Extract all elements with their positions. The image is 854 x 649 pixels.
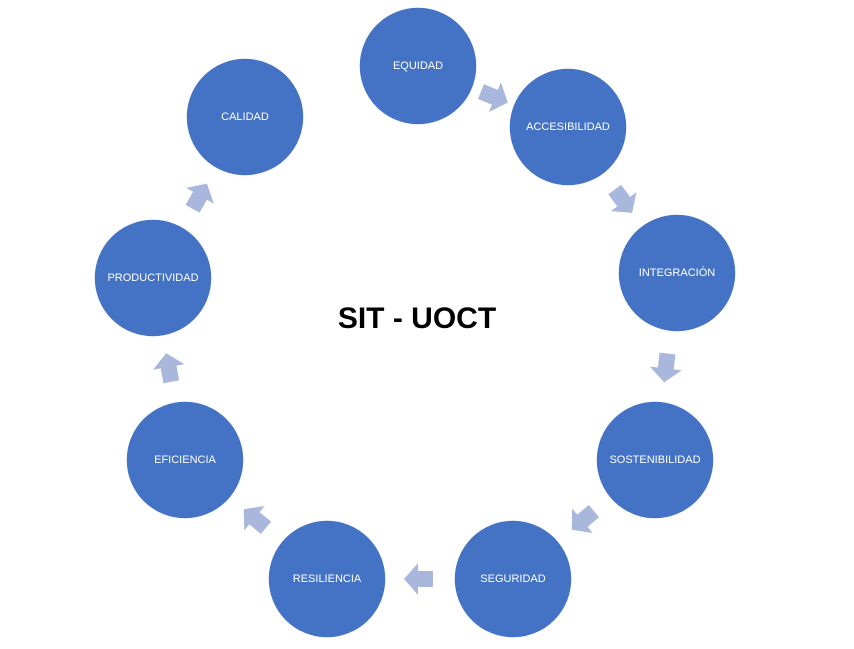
- flow-arrow-icon: [649, 352, 682, 383]
- flow-arrow-icon: [571, 505, 600, 534]
- cycle-node: PRODUCTIVIDAD: [93, 218, 213, 338]
- cycle-node: EFICIENCIA: [125, 400, 245, 520]
- nodes-layer: EQUIDAD ACCESIBILIDAD INTEGRACIÓN SOSTENIBI…: [93, 6, 737, 639]
- node-circle: [508, 67, 628, 187]
- node-circle: [358, 6, 478, 126]
- flow-arrow-icon: [608, 184, 637, 213]
- flow-arrow-icon: [404, 563, 433, 595]
- cycle-node: INTEGRACIÓN: [617, 213, 737, 333]
- cycle-node: SOSTENIBILIDAD: [595, 400, 715, 520]
- flow-arrow-icon: [152, 353, 185, 384]
- node-circle: [595, 400, 715, 520]
- node-circle: [453, 519, 573, 639]
- cycle-node: RESILIENCIA: [267, 519, 387, 639]
- node-label: SOSTENIBILIDAD: [609, 454, 700, 466]
- diagram-title: SIT - UOCT: [338, 302, 496, 335]
- cycle-node: EQUIDAD: [358, 6, 478, 126]
- cycle-node: CALIDAD: [185, 57, 305, 177]
- cycle-node: ACCESIBILIDAD: [508, 67, 628, 187]
- node-label: CALIDAD: [221, 111, 269, 123]
- node-circle: [93, 218, 213, 338]
- node-label: RESILIENCIA: [293, 573, 362, 585]
- arrows-layer: [152, 82, 682, 595]
- node-circle: [617, 213, 737, 333]
- node-circle: [267, 519, 387, 639]
- node-label: PRODUCTIVIDAD: [107, 272, 198, 284]
- node-label: EQUIDAD: [393, 60, 443, 72]
- flow-arrow-icon: [185, 183, 214, 213]
- flow-arrow-icon: [477, 82, 508, 113]
- node-label: EFICIENCIA: [154, 454, 216, 466]
- flow-arrow-icon: [243, 505, 272, 534]
- node-label: ACCESIBILIDAD: [526, 121, 610, 133]
- node-circle: [185, 57, 305, 177]
- cycle-node: SEGURIDAD: [453, 519, 573, 639]
- node-circle: [125, 400, 245, 520]
- node-label: SEGURIDAD: [480, 573, 545, 585]
- node-label: INTEGRACIÓN: [639, 266, 715, 279]
